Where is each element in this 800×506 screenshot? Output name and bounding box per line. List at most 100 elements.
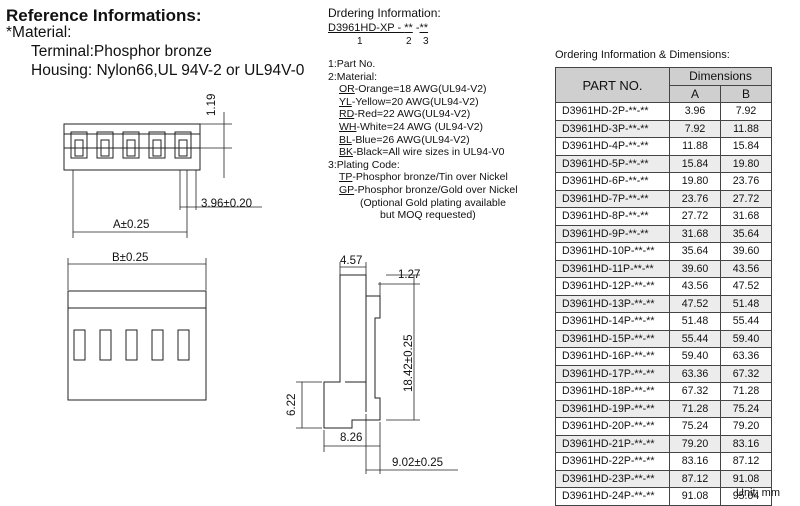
part-number-cell: D3961HD-12P-**-** xyxy=(555,277,670,296)
plating-gp: GP-Phosphor bronze/Gold over Nickel xyxy=(328,184,518,197)
dim-b-cell: 67.32 xyxy=(720,364,772,383)
part-number-cell: D3961HD-24P-**-** xyxy=(555,487,670,506)
dim-b-cell: 79.20 xyxy=(720,417,772,436)
code-gp: GP xyxy=(339,183,355,196)
dimensions-table: PART NO. Dimensions A B D3961HD-2P-**-**… xyxy=(555,67,772,506)
code-wh: WH xyxy=(339,120,357,133)
dim-b-cell: 63.36 xyxy=(720,347,772,366)
part-number-cell: D3961HD-15P-**-** xyxy=(555,329,670,348)
code-rd: RD xyxy=(339,108,355,121)
dim-b-cell: 83.16 xyxy=(720,434,772,453)
note-material: 2:Material: xyxy=(328,70,378,83)
dim-a-cell: 75.24 xyxy=(669,417,721,436)
dim-a-cell: 63.36 xyxy=(669,364,721,383)
material-or: OR-Orange=18 AWG(UL94-V2) xyxy=(328,83,518,96)
part-number-cell: D3961HD-23P-**-** xyxy=(555,469,670,488)
dim-b-cell: 51.48 xyxy=(720,294,772,313)
front-view-dims xyxy=(67,258,207,290)
dim-4-57: 4.57 xyxy=(340,255,363,267)
part-number-cell: D3961HD-21P-**-** xyxy=(555,434,670,453)
text-gp: -Phosphor bronze/Gold over Nickel xyxy=(354,183,518,196)
text-bk: -Black=All wire sizes in UL94-V0 xyxy=(353,146,505,159)
dim-a-cell: 87.12 xyxy=(669,469,721,488)
text-bl: -Blue=26 AWG(UL94-V2) xyxy=(351,133,470,146)
dim-b-cell: 47.52 xyxy=(720,277,772,296)
material-label: *Material: xyxy=(6,24,72,41)
part-number-cell: D3961HD-6P-**-** xyxy=(555,172,670,191)
dim-b-cell: 59.40 xyxy=(720,329,772,348)
gp-note-1: (Optional Gold plating available xyxy=(360,196,506,209)
part-number-cell: D3961HD-19P-**-** xyxy=(555,399,670,418)
note-part-no: 1:Part No. xyxy=(328,58,376,70)
gp-note-2: but MOQ requested) xyxy=(380,209,476,222)
dim-a-cell: 67.32 xyxy=(669,382,721,401)
dim-a-cell: 15.84 xyxy=(669,154,721,173)
dim-a-cell: 39.60 xyxy=(669,259,721,278)
part-number-cell: D3961HD-4P-**-** xyxy=(555,137,670,156)
code-index-1: 1 xyxy=(357,36,363,47)
part-number-cell: D3961HD-16P-**-** xyxy=(555,347,670,366)
dim-b-cell: 15.84 xyxy=(720,137,772,156)
part-code-star2: ** xyxy=(419,22,429,34)
dim-a-cell: 79.20 xyxy=(669,434,721,453)
dim-a-cell: 43.56 xyxy=(669,277,721,296)
dim-a-cell: 11.88 xyxy=(669,137,721,156)
part-code-star1: ** xyxy=(404,22,413,34)
dim-b-cell: 75.24 xyxy=(720,399,772,418)
part-code-dash: - xyxy=(412,22,420,34)
code-tp: TP xyxy=(339,171,353,184)
dim-a-cell: 7.92 xyxy=(669,119,721,138)
part-number-cell: D3961HD-17P-**-** xyxy=(555,364,670,383)
dim-a-cell: 31.68 xyxy=(669,224,721,243)
note-plating: 3:Plating Code: xyxy=(328,158,400,171)
dim-6-22: 6.22 xyxy=(286,393,298,416)
side-view-dims xyxy=(296,262,458,474)
header-a: A xyxy=(669,84,721,103)
part-number-cell: D3961HD-7P-**-** xyxy=(555,189,670,208)
dim-a-cell: 27.72 xyxy=(669,207,721,226)
dim-b-cell: 39.60 xyxy=(720,242,772,261)
dim-a-cell: 51.48 xyxy=(669,312,721,331)
dim-a-cell: 3.96 xyxy=(669,102,721,121)
material-wh: WH-White=24 AWG (UL94-V2) xyxy=(328,121,518,134)
dim-b-cell: 95.04 xyxy=(720,487,772,506)
dim-a-cell: 55.44 xyxy=(669,329,721,348)
side-view-connector xyxy=(323,274,381,429)
part-number-cell: D3961HD-5P-**-** xyxy=(555,154,670,173)
dim-b: B±0.25 xyxy=(112,252,149,264)
part-code-base: D3961HD-XP - xyxy=(328,22,405,34)
text-or: -Orange=18 AWG(UL94-V2) xyxy=(354,83,487,96)
dim-1-27: 1.27 xyxy=(398,269,421,281)
dim-a-cell: 59.40 xyxy=(669,347,721,366)
part-number-cell: D3961HD-22P-**-** xyxy=(555,452,670,471)
dim-b-cell: 43.56 xyxy=(720,259,772,278)
dim-b-cell: 23.76 xyxy=(720,172,772,191)
dim-a-cell: 47.52 xyxy=(669,294,721,313)
dim-1-19: 1.19 xyxy=(206,93,218,116)
part-number-cell: D3961HD-10P-**-** xyxy=(555,242,670,261)
dim-a-cell: 23.76 xyxy=(669,189,721,208)
text-yl: -Yellow=20 AWG(UL94-V2) xyxy=(351,95,479,108)
part-number-cell: D3961HD-20P-**-** xyxy=(555,417,670,436)
top-view-dims xyxy=(72,112,262,238)
table-title: Ordering Information & Dimensions: xyxy=(555,49,730,61)
code-or: OR xyxy=(339,83,355,96)
